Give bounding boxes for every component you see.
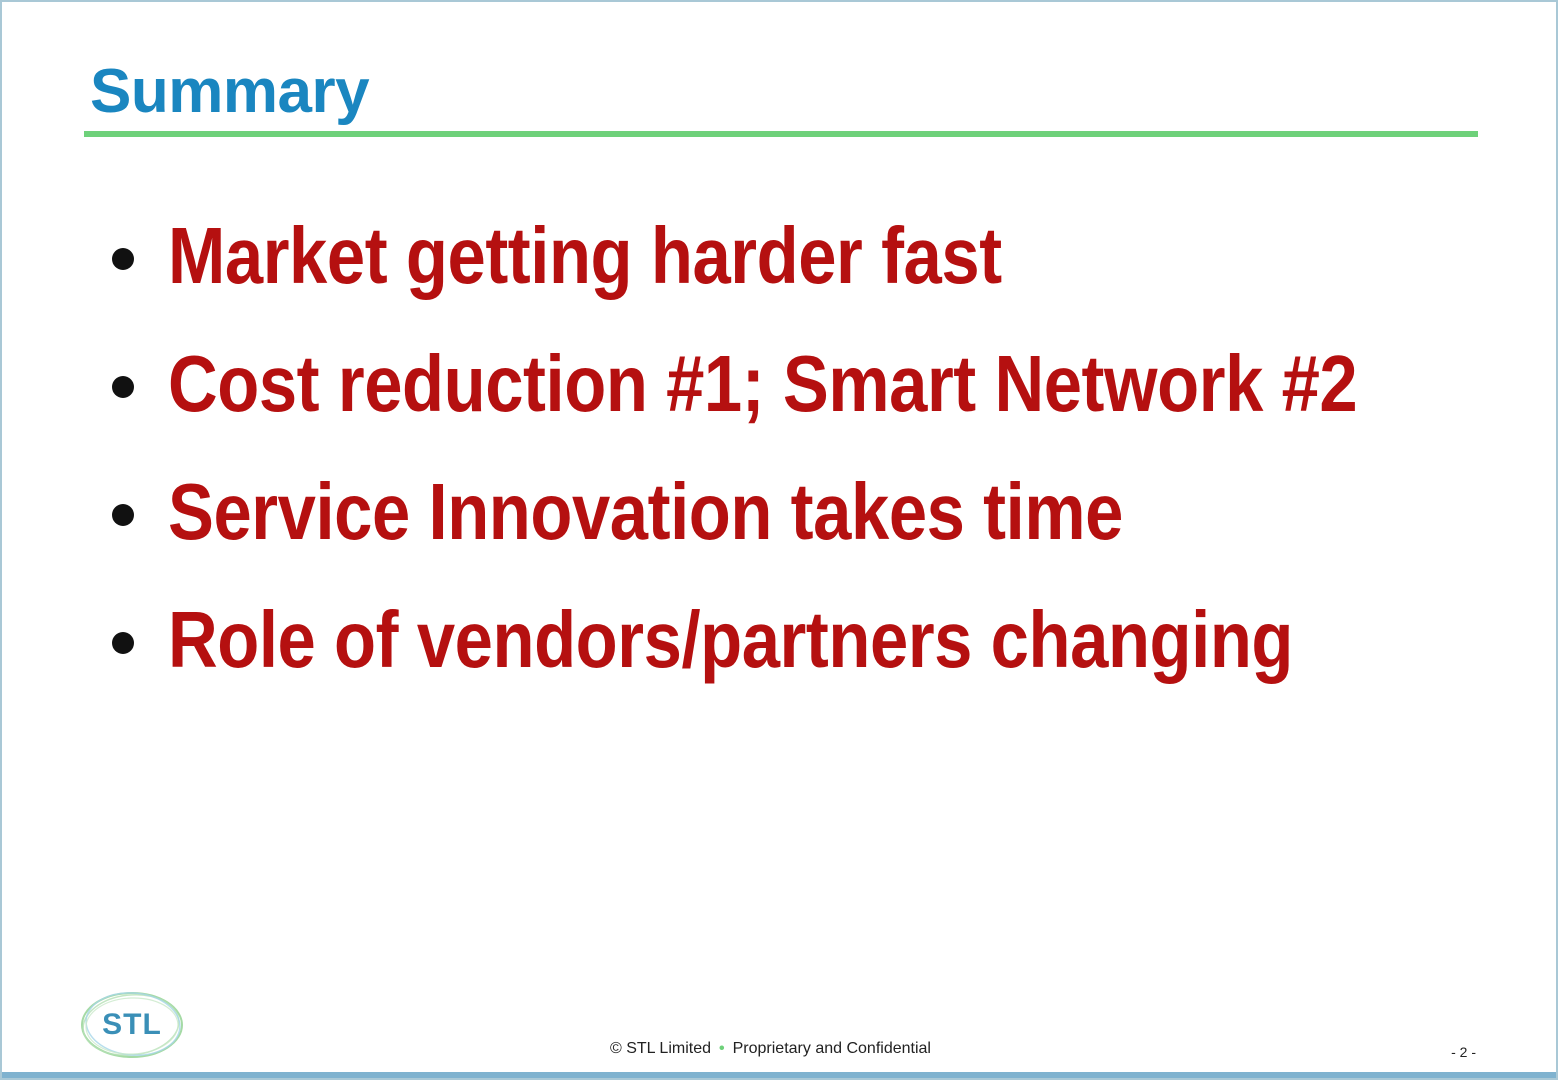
slide-title: Summary: [90, 57, 370, 126]
footer-note: Proprietary and Confidential: [732, 1040, 931, 1057]
stl-logo-icon: STL: [78, 988, 186, 1062]
bullet-item: Market getting harder fast: [112, 192, 1551, 320]
stl-logo-rings: [81, 992, 183, 1058]
bullet-item: Role of vendors/partners changing: [112, 576, 1551, 704]
bullet-text: Role of vendors/partners changing: [168, 595, 1294, 684]
page-number: - 2 -: [1451, 1044, 1476, 1060]
bullet-item: Service Innovation takes time: [112, 448, 1551, 576]
title-underline: [84, 131, 1478, 137]
bottom-border-band: [2, 1072, 1556, 1078]
footer-separator: •: [719, 1040, 725, 1057]
bullet-text: Market getting harder fast: [168, 211, 1002, 300]
bullet-list: Market getting harder fast Cost reductio…: [112, 192, 1551, 704]
footer: © STL Limited • Proprietary and Confidenti…: [610, 1040, 931, 1058]
bullet-dot-icon: [112, 248, 134, 270]
bullet-item: Cost reduction #1; Smart Network #2: [112, 320, 1551, 448]
bullet-text: Service Innovation takes time: [168, 467, 1123, 556]
bullet-text: Cost reduction #1; Smart Network #2: [168, 339, 1358, 428]
bullet-dot-icon: [112, 376, 134, 398]
footer-copyright: © STL Limited: [610, 1040, 712, 1057]
bullet-dot-icon: [112, 504, 134, 526]
bullet-dot-icon: [112, 632, 134, 654]
logo-text: STL: [102, 1008, 162, 1041]
